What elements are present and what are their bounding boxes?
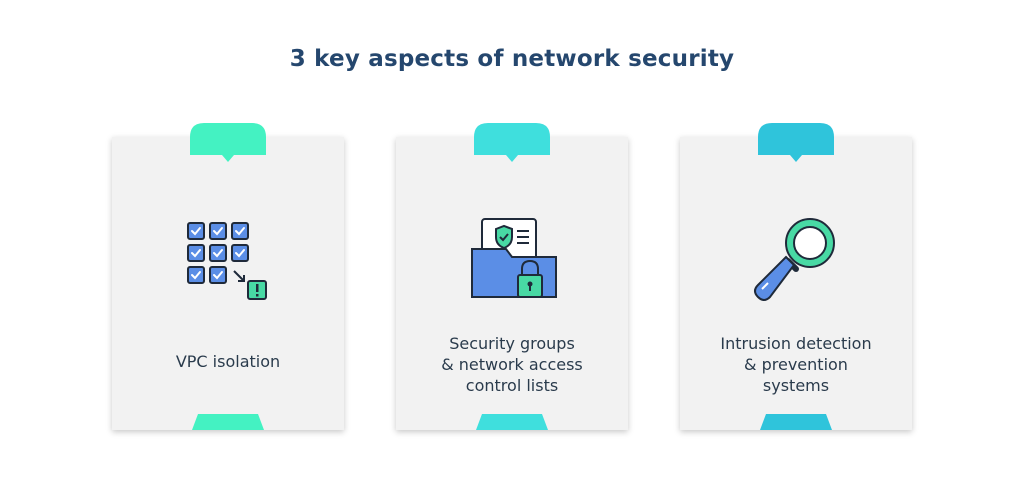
card-vpc-isolation: VPC isolation [112, 123, 344, 430]
vpc-grid-icon [187, 222, 267, 300]
card-top-tab [190, 123, 266, 162]
card-intrusion-detection: Intrusion detection & prevention systems [680, 123, 912, 430]
card-top-tab [758, 123, 834, 162]
magnifier-icon [754, 218, 835, 301]
page-title: 3 key aspects of network security [289, 46, 735, 72]
card-bottom-tab [476, 414, 548, 430]
card-label: Intrusion detection & prevention systems [720, 334, 872, 395]
card-security-groups: Security groups & network access control… [396, 123, 628, 430]
card-bottom-tab [760, 414, 832, 430]
card-label: VPC isolation [175, 352, 281, 371]
card-top-tab [474, 123, 550, 162]
card-label: Security groups & network access control… [441, 334, 583, 395]
card-bottom-tab [192, 414, 264, 430]
security-folder-icon [471, 218, 557, 298]
